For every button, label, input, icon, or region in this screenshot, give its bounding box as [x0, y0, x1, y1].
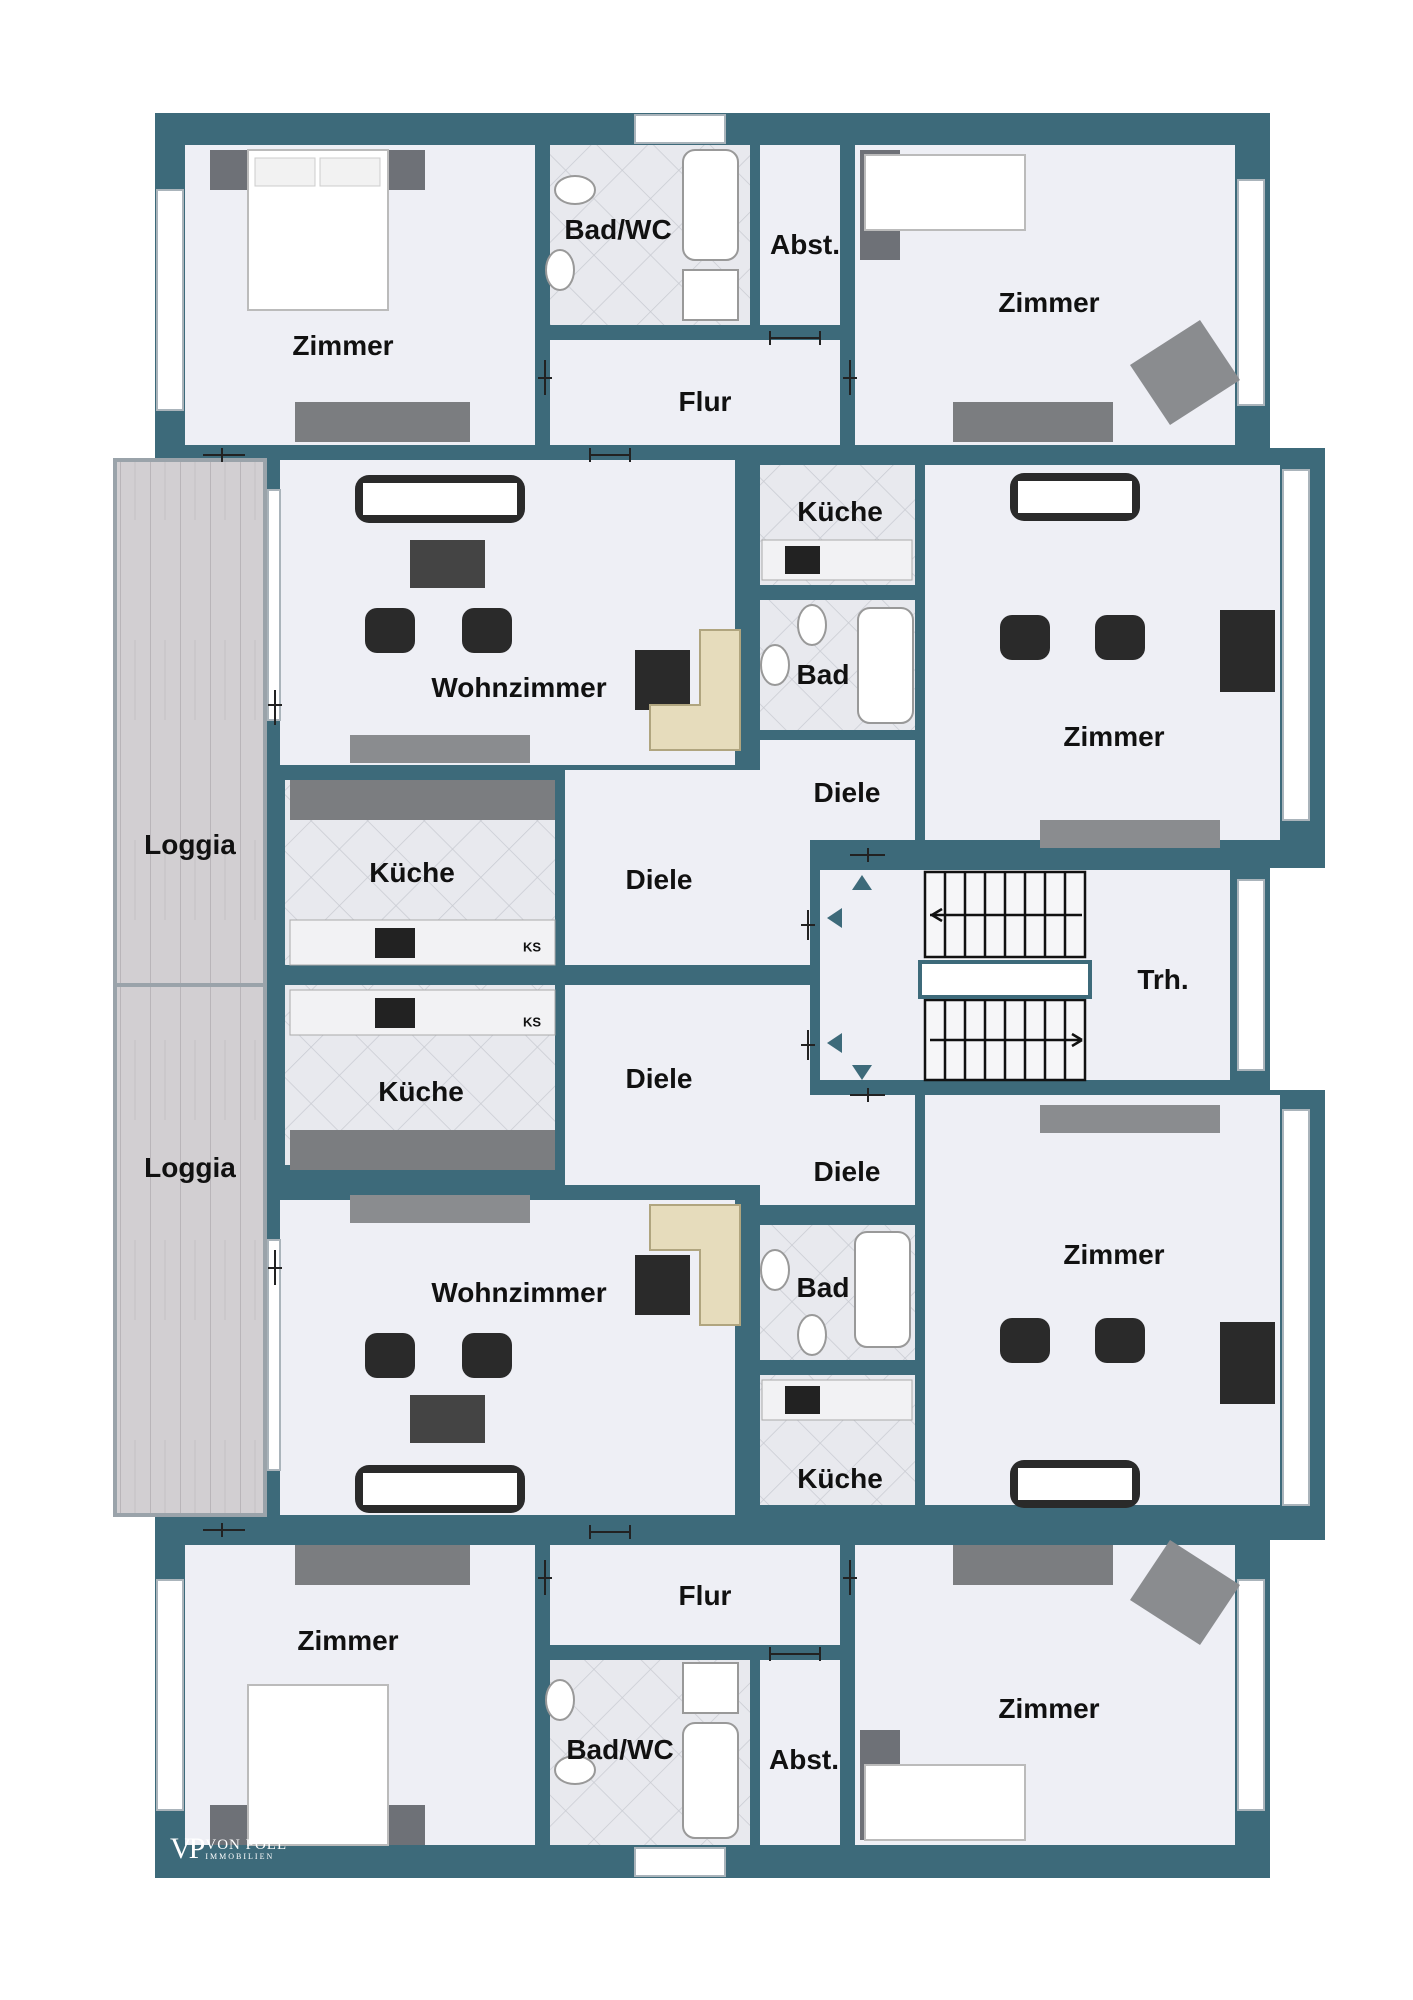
label-top-right-zimmer: Zimmer [998, 287, 1100, 318]
label-top-bad-wc: Bad/WC [564, 214, 672, 245]
label-treppenhaus: Trh. [1137, 964, 1189, 995]
label-ll-wohnzimmer: Wohnzimmer [431, 1277, 607, 1308]
von-poll-logo: VP VON POLL IMMOBILIEN [170, 1832, 287, 1866]
label-lr-bad: Bad [796, 1272, 850, 1303]
room-bottom-abst [760, 1660, 840, 1845]
label-top-abst: Abst. [770, 229, 840, 260]
windows [156, 114, 1310, 1877]
label-lr-diele: Diele [813, 1156, 881, 1187]
room-ur-diele [760, 740, 915, 840]
wardrobes [290, 402, 1113, 1585]
room-lr-zimmer [925, 1095, 1280, 1505]
label-ll-loggia: Loggia [144, 1152, 236, 1183]
entry-arrows [827, 875, 872, 1080]
label-top-left-zimmer: Zimmer [292, 330, 394, 361]
label-ul-loggia: Loggia [144, 829, 236, 860]
label-bottom-abst: Abst. [769, 1744, 839, 1775]
stair-landing [918, 960, 1092, 999]
bed-bottom-right [860, 1730, 1026, 1841]
room-top-flur [550, 340, 840, 445]
label-ur-zimmer: Zimmer [1063, 721, 1165, 752]
label-ll-kueche: Küche [378, 1076, 464, 1107]
label-ul-diele: Diele [625, 864, 693, 895]
label-ur-kueche: Küche [797, 496, 883, 527]
logo-mark: VP [170, 1832, 205, 1865]
bed-bottom-left [210, 1684, 425, 1846]
label-ul-kueche: Küche [369, 857, 455, 888]
living-furniture [355, 473, 1275, 1513]
bathroom-fixtures [545, 149, 914, 1839]
label-ll-fridge: KS [522, 1014, 542, 1030]
loggia-upper [113, 458, 267, 987]
sideboards [350, 735, 1220, 1223]
label-bottom-bad-wc: Bad/WC [566, 1734, 674, 1765]
room-bottom-flur [550, 1545, 840, 1645]
loggia-lower [113, 983, 267, 1517]
label-ul-fridge: KS [522, 939, 542, 955]
bed-top-right [860, 150, 1026, 260]
label-bottom-right-zimmer: Zimmer [998, 1693, 1100, 1724]
label-bottom-flur: Flur [678, 1580, 732, 1611]
bed-top-left [210, 149, 425, 311]
desks [1130, 320, 1240, 1645]
room-lr-diele [760, 1095, 915, 1205]
label-ul-wohnzimmer: Wohnzimmer [431, 672, 607, 703]
door-markers [203, 331, 885, 1661]
label-lr-kueche: Küche [797, 1463, 883, 1494]
corner-sofas [649, 629, 741, 1326]
label-ll-diele: Diele [625, 1063, 693, 1094]
label-ur-bad: Bad [796, 659, 850, 690]
kitchen-counters [289, 539, 913, 1421]
stair-treads [923, 870, 1087, 1082]
label-bottom-left-zimmer: Zimmer [297, 1625, 399, 1656]
logo-name: VON POLL [205, 1836, 288, 1853]
label-top-flur: Flur [678, 386, 732, 417]
label-ur-diele: Diele [813, 777, 881, 808]
room-top-abst [760, 145, 840, 325]
logo-sub: IMMOBILIEN [205, 1851, 275, 1861]
label-lr-zimmer: Zimmer [1063, 1239, 1165, 1270]
